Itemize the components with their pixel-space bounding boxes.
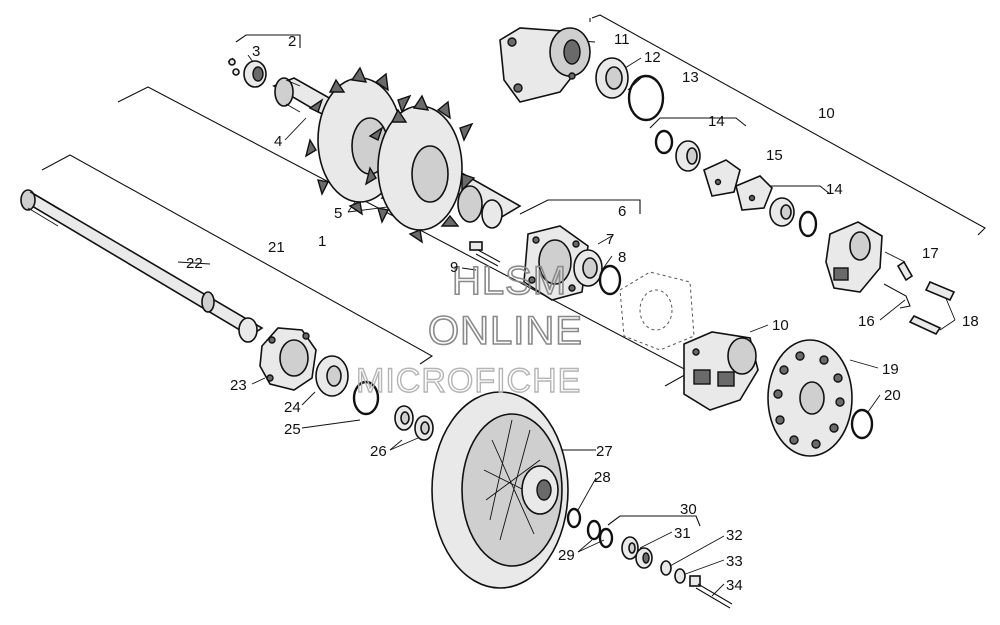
ring-part-8 bbox=[598, 264, 622, 296]
callout-13: 13 bbox=[682, 69, 699, 86]
callout-16: 16 bbox=[858, 313, 875, 330]
ring-part-20 bbox=[850, 408, 874, 440]
callout-30: 30 bbox=[680, 501, 697, 518]
callout-10-upper: 10 bbox=[818, 105, 835, 122]
flange-part-6 bbox=[523, 225, 589, 301]
seal-part-12 bbox=[595, 57, 629, 99]
brake-pads-part-15 bbox=[703, 159, 773, 211]
pins-part-17-18 bbox=[883, 260, 956, 336]
callout-5: 5 bbox=[334, 205, 342, 222]
callout-21: 21 bbox=[268, 239, 285, 256]
callout-22: 22 bbox=[186, 255, 203, 272]
callout-14-upper: 14 bbox=[708, 113, 725, 130]
callout-15: 15 bbox=[766, 147, 783, 164]
washers-part-33 bbox=[660, 560, 686, 584]
watermark: HLSM ONLINE MICROFICHE bbox=[355, 258, 583, 401]
gasket-outline bbox=[619, 271, 695, 351]
callout-10-lower: 10 bbox=[772, 317, 789, 334]
watermark-line-2: ONLINE bbox=[428, 309, 583, 353]
callout-6: 6 bbox=[618, 203, 626, 220]
bolt-part-9 bbox=[469, 241, 501, 267]
bearing-part-3 bbox=[228, 58, 267, 88]
callout-31: 31 bbox=[674, 525, 691, 542]
callout-25: 25 bbox=[284, 421, 301, 438]
ring-part-13 bbox=[627, 74, 665, 122]
callout-1: 1 bbox=[318, 233, 326, 250]
callout-4: 4 bbox=[274, 133, 282, 150]
washers-part-26 bbox=[394, 405, 434, 441]
callout-17: 17 bbox=[922, 245, 939, 262]
flange-part-23 bbox=[259, 327, 317, 391]
callout-11: 11 bbox=[614, 31, 630, 48]
callout-14-lower: 14 bbox=[826, 181, 843, 198]
callout-18: 18 bbox=[962, 313, 979, 330]
callout-7: 7 bbox=[606, 231, 614, 248]
bolt-part-34 bbox=[689, 575, 733, 609]
housing-part-10-upper bbox=[499, 27, 591, 103]
callout-8: 8 bbox=[618, 249, 626, 266]
parts-14-lower bbox=[769, 197, 818, 238]
callout-3: 3 bbox=[252, 43, 260, 60]
callout-34: 34 bbox=[726, 577, 743, 594]
bearing-part-7 bbox=[573, 249, 603, 287]
washers-part-29 bbox=[586, 519, 614, 549]
callout-20: 20 bbox=[884, 387, 901, 404]
callout-28: 28 bbox=[594, 469, 611, 486]
jackshaft-part-22 bbox=[20, 189, 264, 343]
callout-24: 24 bbox=[284, 399, 301, 416]
callout-labels: 1 2 3 4 5 6 7 8 9 10 10 11 12 13 14 14 1… bbox=[186, 31, 979, 594]
callout-2: 2 bbox=[288, 33, 296, 50]
bearing-part-24 bbox=[315, 355, 349, 397]
sprocket-right-part-5 bbox=[364, 94, 476, 244]
parts-14-upper bbox=[654, 129, 701, 172]
brake-disc-part-19 bbox=[767, 339, 853, 457]
callout-9: 9 bbox=[450, 259, 458, 276]
callout-26: 26 bbox=[370, 443, 387, 460]
watermark-line-1: HLSM bbox=[452, 259, 567, 303]
parts-31-32 bbox=[621, 536, 653, 569]
ring-part-28 bbox=[566, 507, 582, 529]
driven-clutch-part-27 bbox=[431, 391, 569, 589]
housing-part-10-lower bbox=[683, 331, 759, 411]
callout-33: 33 bbox=[726, 553, 743, 570]
callout-32: 32 bbox=[726, 527, 743, 544]
callout-29: 29 bbox=[558, 547, 575, 564]
callout-19: 19 bbox=[882, 361, 899, 378]
caliper-part-10-right bbox=[825, 221, 883, 293]
callout-27: 27 bbox=[596, 443, 613, 460]
watermark-line-3: MICROFICHE bbox=[356, 362, 581, 400]
ring-part-25 bbox=[352, 380, 380, 416]
callout-23: 23 bbox=[230, 377, 247, 394]
callout-12: 12 bbox=[644, 49, 661, 66]
